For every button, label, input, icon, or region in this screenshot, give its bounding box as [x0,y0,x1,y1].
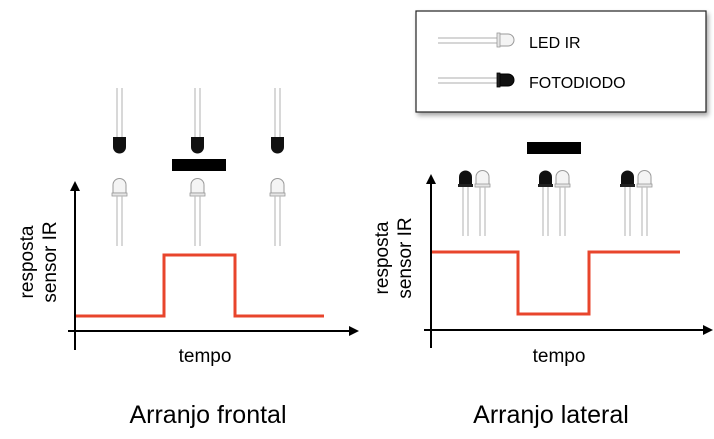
led-ir-icon [554,170,571,236]
led-ir-icon [269,178,286,246]
led-ir-icon [474,170,491,236]
photodiode-icon [620,170,635,236]
frontal-xlabel: tempo [179,346,232,367]
photodiode-icon [538,170,553,236]
led-ir-icon [189,178,206,246]
frontal-ylabel-line1: resposta [17,225,38,298]
legend-led-label: LED IR [529,35,581,52]
photodiode-icon [191,88,204,154]
photodiode-icon [458,170,473,236]
led-ir-legend-icon [438,32,515,48]
photodiode-legend-icon [438,72,515,88]
legend-box: LED IR FOTODIODO [415,10,707,113]
photodiode-icon [271,88,284,154]
lateral-ylabel-line2: sensor IR [395,217,416,298]
legend-photodiode-label: FOTODIODO [529,75,626,92]
led-ir-icon [111,178,128,246]
obstacle-bar [527,142,581,154]
lateral-panel: resposta sensor IR tempo Arranjo lateral [372,142,713,429]
led-ir-icon [636,170,653,236]
lateral-ylabel-line1: resposta [372,221,393,294]
frontal-panel: resposta sensor IR tempo Arranjo frontal [17,88,359,429]
lateral-xlabel: tempo [533,346,586,367]
photodiode-icon [113,88,126,154]
frontal-ylabel-line2: sensor IR [40,221,61,302]
lateral-response-signal [432,250,680,316]
frontal-response-signal [76,253,324,318]
lateral-caption: Arranjo lateral [473,401,629,429]
obstacle-bar [172,159,226,171]
frontal-caption: Arranjo frontal [129,401,286,429]
